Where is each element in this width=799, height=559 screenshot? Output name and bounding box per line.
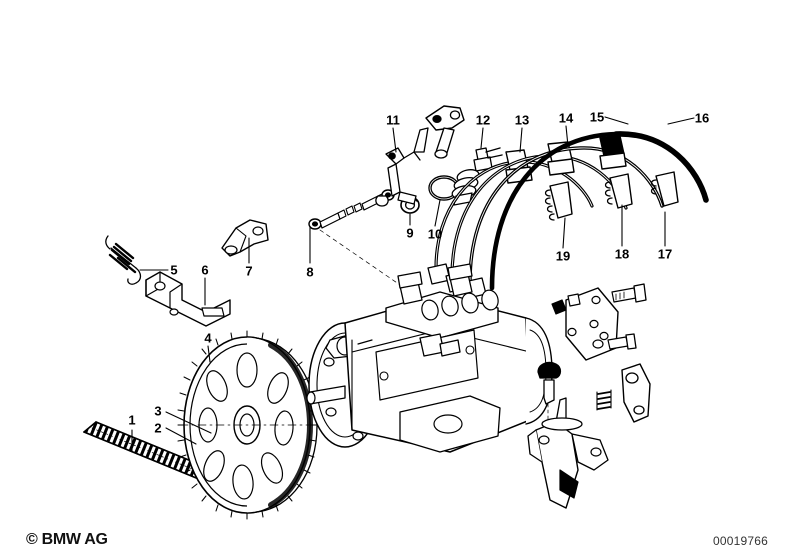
- callout-12: 12: [475, 112, 491, 128]
- leader-line-2: [165, 427, 197, 445]
- callout-4: 4: [204, 330, 212, 346]
- callout-1: 1: [128, 412, 136, 428]
- line-clip-left: [544, 181, 573, 221]
- toothed-pulley-part: [177, 330, 331, 520]
- callout-13: 13: [514, 112, 530, 128]
- callout-8: 8: [306, 264, 314, 280]
- diagram-reference-number: 00019766: [713, 534, 768, 548]
- callout-9: 9: [406, 225, 414, 241]
- copyright-notice: © BMW AG: [26, 531, 108, 548]
- leader-line-19: [562, 217, 566, 249]
- leader-line-14: [565, 125, 569, 147]
- injection-pump-body: [306, 263, 553, 453]
- return-spring-part: [105, 235, 142, 285]
- leader-lines: [131, 116, 695, 453]
- line-clip-middle: [604, 173, 633, 209]
- callout-2: 2: [154, 420, 162, 436]
- callout-7: 7: [245, 263, 253, 279]
- callout-6: 6: [201, 262, 209, 278]
- callout-10: 10: [427, 226, 443, 242]
- leader-line-16: [667, 117, 695, 125]
- lever-arm-part: [221, 219, 269, 257]
- callout-14: 14: [558, 110, 574, 126]
- injection-lines-group: [427, 131, 709, 299]
- callout-5: 5: [170, 262, 178, 278]
- callout-19: 19: [555, 248, 571, 264]
- connecting-link: [621, 363, 651, 423]
- line-clips-group: [544, 171, 679, 221]
- callout-16: 16: [694, 110, 710, 126]
- callout-17: 17: [657, 246, 673, 262]
- leader-line-12: [480, 127, 484, 149]
- leader-line-11: [392, 127, 397, 153]
- leader-line-4: [207, 345, 211, 363]
- leader-line-13: [519, 127, 523, 153]
- injection-line-4: [489, 131, 709, 291]
- callout-11: 11: [386, 112, 400, 128]
- callout-15: 15: [589, 109, 605, 125]
- line-clip-right: [650, 171, 679, 207]
- leader-line-15: [604, 116, 629, 125]
- leader-line-10: [434, 199, 441, 227]
- plug-and-lever-assembly: [527, 361, 612, 509]
- injection-line-3: [468, 135, 664, 284]
- support-bracket-upper: [551, 283, 647, 361]
- leader-line-3: [165, 411, 212, 434]
- linkage-rod-part: [375, 105, 465, 207]
- callout-3: 3: [154, 403, 162, 419]
- callout-18: 18: [614, 246, 630, 262]
- mounting-bracket-part: [145, 271, 231, 327]
- control-rod-part: [308, 189, 407, 290]
